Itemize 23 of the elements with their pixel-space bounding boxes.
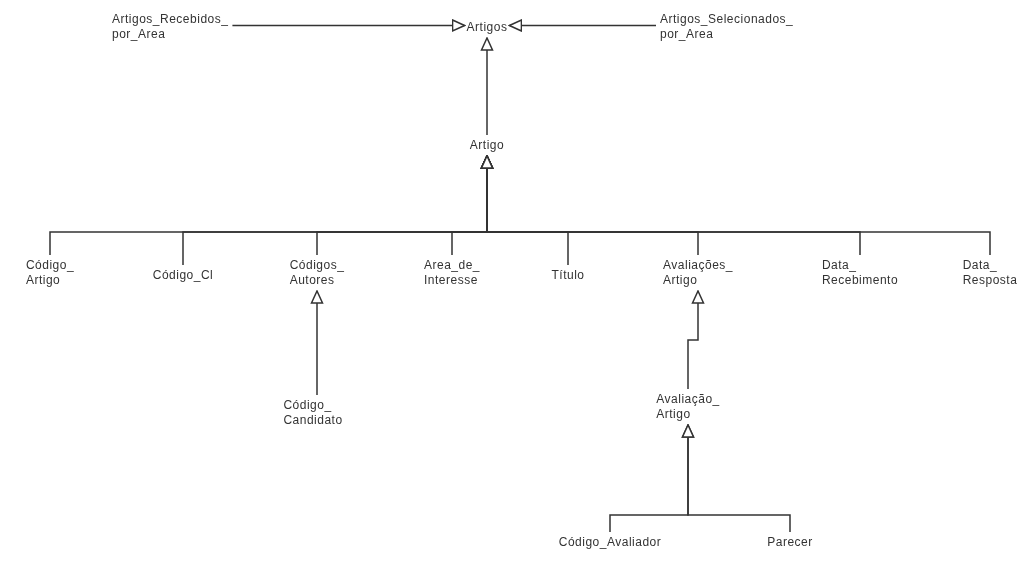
arrow xyxy=(508,19,657,32)
entity-label: Código_ Artigo xyxy=(25,258,75,288)
entity-label: Area_de_ Interesse xyxy=(424,258,480,288)
entity-label: Artigos xyxy=(466,20,508,35)
arrow xyxy=(480,37,494,136)
entity-label: Avaliações_ Artigo xyxy=(663,258,733,288)
entity-label: Código_Cl xyxy=(152,268,214,283)
entity-label: Código_ Candidato xyxy=(283,398,343,428)
arrow xyxy=(231,19,466,32)
arrow xyxy=(480,155,991,256)
entity-label: Título xyxy=(551,268,585,283)
entity-label: Artigos_Recebidos_ por_Area xyxy=(112,12,229,42)
arrow xyxy=(681,424,791,533)
entity-label: Artigo xyxy=(469,138,505,153)
entity-label: Data_ Resposta xyxy=(962,258,1018,288)
arrow xyxy=(687,290,705,390)
arrow xyxy=(310,290,324,396)
entity-label: Código_Avaliador xyxy=(558,535,662,550)
entity-label: Artigos_Selecionados_ por_Area xyxy=(660,12,794,42)
entity-label: Avaliação_ Artigo xyxy=(656,392,720,422)
entity-label: Data_ Recebimento xyxy=(821,258,899,288)
entity-label: Parecer xyxy=(767,535,813,550)
entity-label: Códigos_ Autores xyxy=(289,258,345,288)
